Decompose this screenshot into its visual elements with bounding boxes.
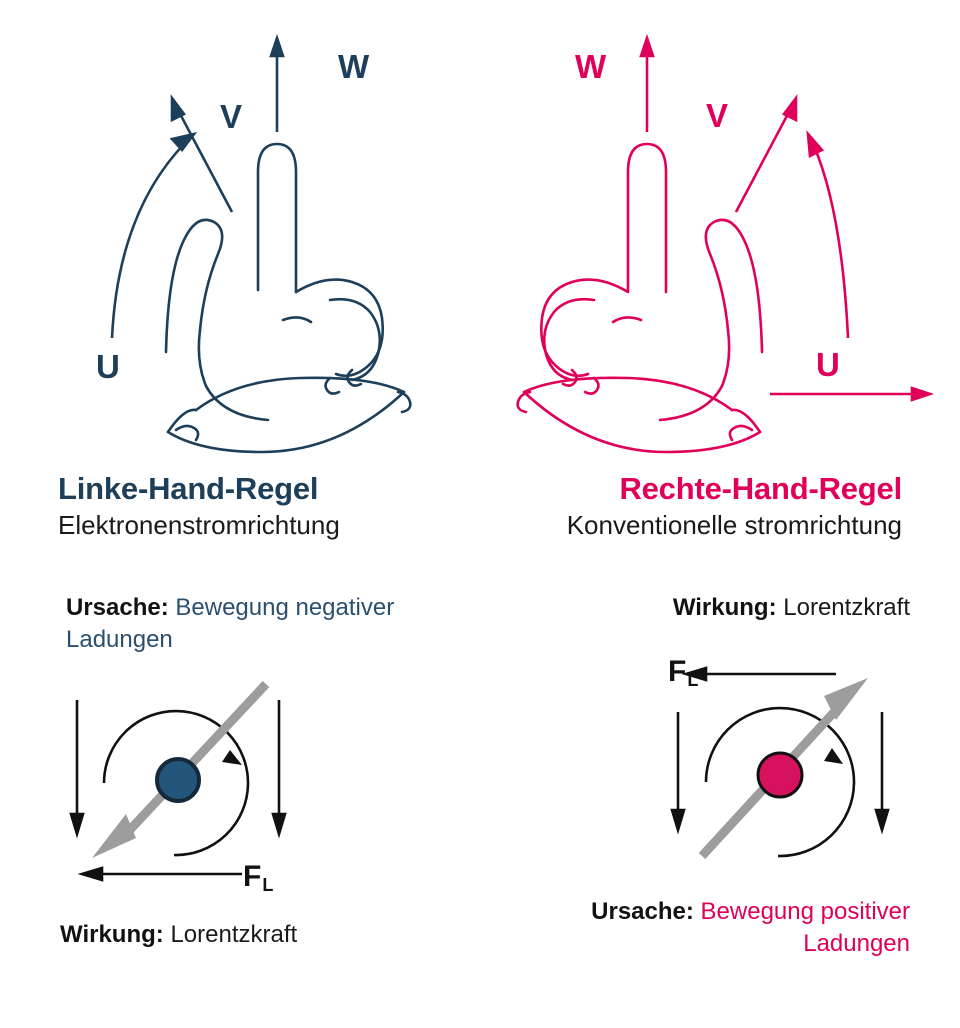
left-vector-u-arrow xyxy=(110,131,198,339)
left-motion-arrow xyxy=(92,680,270,858)
left-rule-subtitle: Elektronenstromrichtung xyxy=(58,509,340,540)
right-rule-subtitle: Konventionelle stromrichtung xyxy=(566,509,902,540)
right-effect-label: Wirkung: xyxy=(672,594,777,621)
left-lorentz-force-arrow xyxy=(77,866,242,882)
left-hand-illustration-panel: W V U xyxy=(0,0,480,460)
right-field-circle-arc xyxy=(704,706,856,858)
right-rule-title: Rechte-Hand-Regel xyxy=(619,471,902,506)
right-field-line-arrow-1 xyxy=(670,712,686,835)
right-vector-w-arrow xyxy=(639,33,655,132)
left-effect-caption: Wirkung: Lorentzkraft xyxy=(60,919,480,951)
right-lorentz-force-label: FL xyxy=(668,655,699,690)
right-force-symbol: F xyxy=(668,655,687,688)
right-vector-label-v: V xyxy=(706,97,729,134)
right-hand-illustration-panel: W V U xyxy=(480,0,960,460)
left-cause-text: Bewegung negativer Ladungen xyxy=(66,594,395,653)
right-vector-u-arrow xyxy=(770,386,935,402)
left-vector-label-u: U xyxy=(96,348,121,385)
right-lorentz-force-arrow xyxy=(681,666,836,682)
left-force-subscript: L xyxy=(262,875,274,895)
left-cause-label: Ursache: xyxy=(66,594,169,621)
right-rule-title-block: Rechte-Hand-Regel Konventionelle stromri… xyxy=(462,471,902,541)
right-cause-label: Ursache: xyxy=(591,898,694,925)
left-field-circle-arc xyxy=(102,709,250,857)
left-field-line-arrow-2 xyxy=(271,700,287,839)
left-effect-text: Lorentzkraft xyxy=(170,921,298,948)
left-cause-caption: Ursache: Bewegung negativer Ladungen xyxy=(66,592,466,655)
left-vector-label-v: V xyxy=(220,98,243,135)
right-vector-label-w: W xyxy=(575,48,607,85)
left-field-line-arrow-1 xyxy=(69,700,85,839)
right-vector-label-u: U xyxy=(816,346,841,383)
left-vector-v-arrow xyxy=(170,94,234,213)
left-arc-arrowhead-right xyxy=(222,750,242,765)
left-effect-label: Wirkung: xyxy=(60,921,164,948)
right-effect-text: Lorentzkraft xyxy=(783,594,910,621)
left-rule-title-block: Linke-Hand-Regel Elektronenstromrichtung xyxy=(58,471,498,541)
left-rule-title: Linke-Hand-Regel xyxy=(58,471,319,506)
left-vector-label-w: W xyxy=(338,48,370,85)
left-charge-particle xyxy=(155,757,201,803)
right-vector-v-arrow xyxy=(734,94,798,213)
right-charge-particle xyxy=(756,751,804,799)
right-vector-u-curved-arrow xyxy=(806,130,850,339)
right-arc-arrowhead-right xyxy=(824,748,843,764)
right-force-subscript: L xyxy=(687,670,699,690)
left-force-symbol: F xyxy=(243,860,262,893)
right-effect-caption: Wirkung: Lorentzkraft xyxy=(520,592,910,624)
left-field-diagram xyxy=(52,662,372,902)
right-field-line-arrow-2 xyxy=(874,712,890,835)
right-field-diagram xyxy=(640,648,960,898)
right-cause-text: Bewegung positiver Ladungen xyxy=(700,898,910,957)
right-cause-caption: Ursache: Bewegung positiver Ladungen xyxy=(540,896,910,959)
left-vector-w-arrow xyxy=(269,33,285,132)
left-lorentz-force-label: FL xyxy=(243,860,274,895)
